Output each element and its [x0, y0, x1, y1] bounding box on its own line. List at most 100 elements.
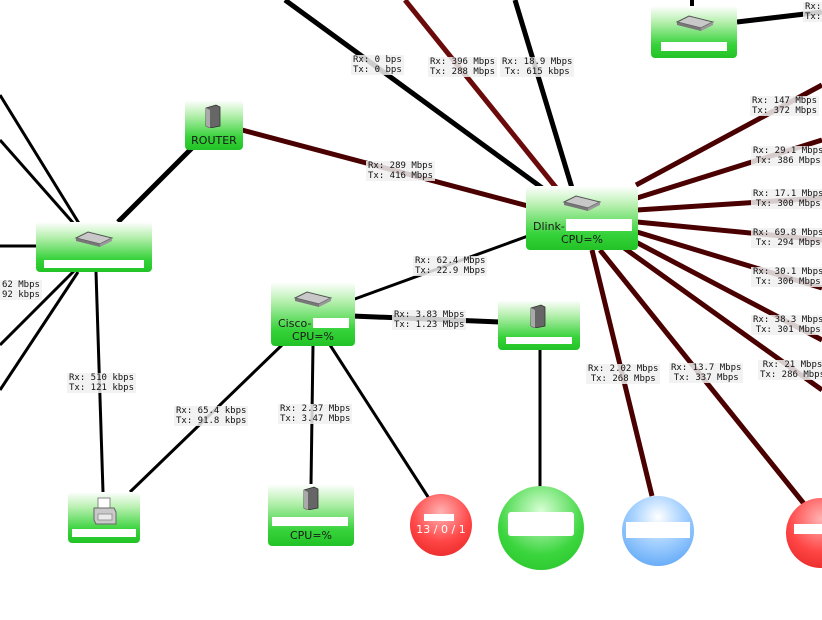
node-server-middle[interactable] — [498, 300, 580, 350]
rx-value: Rx: 38.3 Mbps — [753, 315, 822, 325]
redacted-name — [661, 42, 727, 51]
rx-value: Rx: 396 Mbps — [430, 57, 496, 67]
tx-value: Tx: 91.8 kbps — [176, 416, 247, 426]
rx-value: Rx: 62.4 Mbps — [415, 256, 486, 266]
node-left-switch[interactable] — [36, 222, 152, 272]
tx-value: Tx: 386 Mbps — [755, 156, 821, 166]
node-label: Cisco- — [278, 317, 312, 330]
node-label: ROUTER — [191, 134, 237, 147]
tx-value: Tx: 1.23 Mbps — [394, 320, 465, 330]
redacted-name — [506, 337, 572, 344]
link-line[interactable] — [283, 0, 547, 193]
switch-icon — [74, 231, 114, 247]
tx-value: Tx: 288 Mbps — [430, 67, 496, 77]
node-dlink[interactable]: Dlink- CPU=% — [526, 186, 638, 250]
rx-value: Rx: 69.8 Mbps — [753, 228, 822, 238]
redacted-name — [508, 512, 574, 536]
rx-value: Rx: 21 Mbps — [762, 360, 822, 370]
redacted-name — [566, 219, 632, 231]
link-line[interactable] — [403, 0, 560, 192]
node-top-right[interactable] — [651, 6, 737, 58]
rx-value: Rx: 18.9 Mbps — [502, 57, 573, 67]
status-text: 13 / 0 / 1 — [416, 523, 466, 536]
rx-value: Rx: 289 Mbps — [368, 161, 434, 171]
tx-value: Tx: 286 Mbps — [760, 370, 822, 380]
redacted-name — [44, 260, 144, 268]
tx-value: Tx: 306 Mbps — [755, 277, 821, 287]
rx-value: 62 Mbps — [2, 280, 40, 290]
switch-icon — [293, 291, 333, 307]
rx-value: Rx: 510 kbps — [69, 373, 135, 383]
tx-value: Tx: 615 kbps — [504, 67, 570, 77]
tx-value: Tx: 301 Mbps — [755, 325, 821, 335]
tx-value: Tx: 337 Mbps — [673, 373, 739, 383]
rx-value: Rx: 13.7 Mbps — [671, 363, 742, 373]
tx-value: Tx: 121 kbps — [69, 383, 135, 393]
link-line[interactable] — [0, 271, 80, 391]
switch-icon — [562, 195, 602, 211]
rx-value: Rx: — [805, 2, 822, 12]
cpu-label: CPU=% — [291, 330, 335, 343]
rx-value: Rx: 30.1 Mbps — [753, 267, 822, 277]
node-printer[interactable] — [68, 492, 140, 543]
node-server-bottom[interactable]: CPU=% — [268, 484, 354, 546]
switch-icon — [675, 15, 715, 31]
tx-value: Tx: 0 bps — [353, 65, 402, 75]
redacted-name — [794, 524, 822, 534]
link-line[interactable] — [0, 268, 77, 347]
tx-value: Tx: — [805, 12, 822, 22]
node-cisco[interactable]: Cisco- CPU=% — [271, 282, 355, 346]
server-icon — [530, 304, 546, 328]
tx-value: Tx: 22.9 Mbps — [415, 266, 486, 276]
status-circle-green[interactable] — [498, 486, 584, 570]
tx-value: Tx: 300 Mbps — [755, 199, 821, 209]
tx-value: Tx: 416 Mbps — [368, 171, 434, 181]
link-traffic-label: Rx:Tx: — [803, 2, 822, 22]
link-line[interactable] — [116, 143, 197, 224]
node-router[interactable]: ROUTER — [185, 100, 243, 150]
node-label: Dlink- — [533, 220, 565, 233]
redacted-name — [626, 522, 690, 538]
status-circle-red[interactable]: 13 / 0 / 1 — [410, 494, 472, 556]
link-line[interactable] — [0, 94, 82, 226]
printer-icon — [93, 497, 117, 525]
link-line[interactable] — [0, 139, 77, 226]
redacted-name — [272, 517, 348, 526]
tx-value: Tx: 3.47 Mbps — [280, 414, 351, 424]
link-line[interactable] — [328, 344, 432, 501]
redacted-name — [72, 529, 136, 537]
rx-value: Rx: 65.4 kbps — [176, 406, 247, 416]
router-icon — [205, 104, 221, 128]
rx-value: Rx: 2.37 Mbps — [280, 404, 351, 414]
rx-value: Rx: 0 bps — [353, 55, 402, 65]
link-line[interactable] — [512, 0, 575, 189]
redacted-name — [424, 514, 454, 521]
rx-value: Rx: 29.1 Mbps — [753, 146, 822, 156]
tx-value: 92 kbps — [2, 290, 40, 300]
tx-value: Tx: 294 Mbps — [755, 238, 821, 248]
cpu-label: CPU=% — [560, 233, 604, 246]
cpu-label: CPU=% — [289, 529, 333, 542]
server-icon — [303, 486, 319, 510]
status-circle-blue[interactable] — [622, 496, 694, 566]
rx-value: Rx: 3.83 Mbps — [394, 310, 465, 320]
rx-value: Rx: 147 Mbps — [752, 96, 818, 106]
